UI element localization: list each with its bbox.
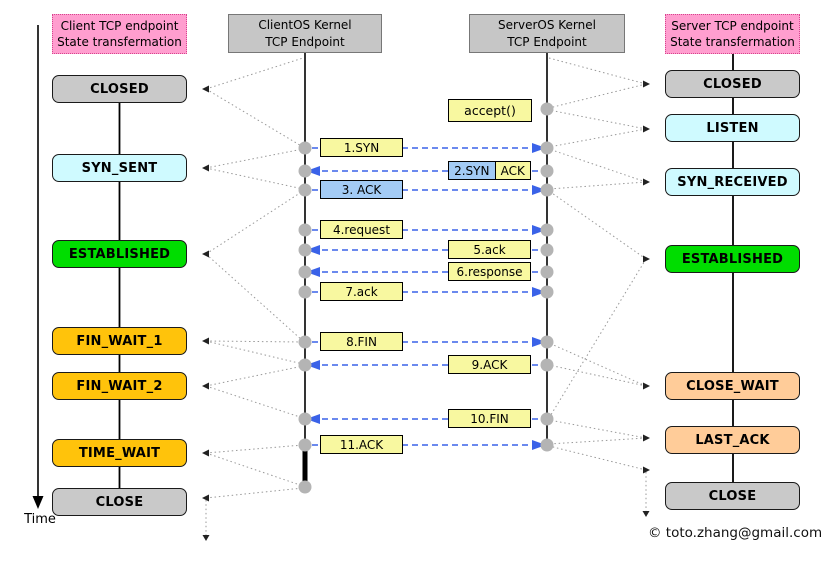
header-line: ServerOS Kernel (498, 18, 596, 33)
msg-10-fin-part: 10.FIN (449, 410, 530, 427)
msg-1-syn-part: 1.SYN (321, 139, 402, 156)
msg-3-ack-part: 3. ACK (321, 181, 402, 198)
state-server-closed: CLOSED (665, 70, 800, 98)
msg-10-fin: 10.FIN (448, 409, 531, 428)
header-line: TCP Endpoint (507, 34, 587, 49)
state-client-fin_wait_2: FIN_WAIT_2 (52, 372, 187, 400)
msg-4-request-part: 4.request (321, 221, 402, 238)
client-kernel-header: ClientOS Kernel TCP Endpoint (228, 14, 382, 53)
msg-8-fin: 8.FIN (320, 332, 403, 351)
accept-event-dot (540, 102, 554, 116)
msg-9-ack: 9.ACK (448, 355, 531, 374)
msg-8-fin-part: 8.FIN (321, 333, 402, 350)
msg-2-syn-ack-part: ACK (494, 162, 530, 179)
msg-7-ack: 7.ack (320, 282, 403, 301)
header-line: TCP Endpoint (265, 34, 345, 49)
header-line: State transfermation (57, 35, 182, 49)
msg-7-ack-part: 7.ack (321, 283, 402, 300)
state-client-fin_wait_1: FIN_WAIT_1 (52, 327, 187, 355)
server-kernel-header: ServerOS Kernel TCP Endpoint (469, 14, 625, 53)
state-client-established: ESTABLISHED (52, 240, 187, 268)
state-client-closed: CLOSED (52, 75, 187, 103)
state-server-close_wait: CLOSE_WAIT (665, 372, 800, 400)
time-axis-arrow (32, 25, 44, 509)
msg-9-ack-part: 9.ACK (449, 356, 530, 373)
state-server-last_ack: LAST_ACK (665, 426, 800, 454)
event-dots (298, 102, 554, 494)
msg-5-ack: 5.ack (448, 240, 531, 259)
server-endpoint-header: Server TCP endpoint State transfermation (665, 14, 800, 54)
msg-11-ack-part: 11.ACK (321, 436, 402, 453)
state-client-close: CLOSE (52, 488, 187, 516)
state-server-established: ESTABLISHED (665, 245, 800, 273)
msg-2-syn-ack-part: 2.SYN (449, 162, 495, 179)
header-line: Client TCP endpoint (60, 18, 179, 33)
client-close-event-dot (298, 480, 312, 494)
msg-3-ack: 3. ACK (320, 180, 403, 199)
state-client-time_wait: TIME_WAIT (52, 439, 187, 467)
time-axis-label: Time (24, 512, 56, 527)
header-line: Server TCP endpoint (671, 18, 794, 33)
accept-call-label: accept() (448, 99, 532, 122)
msg-6-response: 6.response (448, 262, 531, 281)
header-line: State transfermation (670, 35, 795, 49)
msg-11-ack: 11.ACK (320, 435, 403, 454)
msg-4-request: 4.request (320, 220, 403, 239)
client-endpoint-header: Client TCP endpoint State transfermation (52, 14, 187, 54)
state-server-close: CLOSE (665, 482, 800, 510)
msg-1-syn: 1.SYN (320, 138, 403, 157)
server-transition-fans (548, 57, 650, 517)
client-transition-fans (202, 57, 304, 541)
copyright-text: © toto.zhang@gmail.com (648, 525, 823, 541)
state-server-syn_received: SYN_RECEIVED (665, 168, 800, 196)
state-client-syn_sent: SYN_SENT (52, 154, 187, 182)
header-line: ClientOS Kernel (258, 18, 352, 33)
msg-5-ack-part: 5.ack (449, 241, 530, 258)
msg-6-response-part: 6.response (449, 263, 530, 280)
state-server-listen: LISTEN (665, 114, 800, 142)
